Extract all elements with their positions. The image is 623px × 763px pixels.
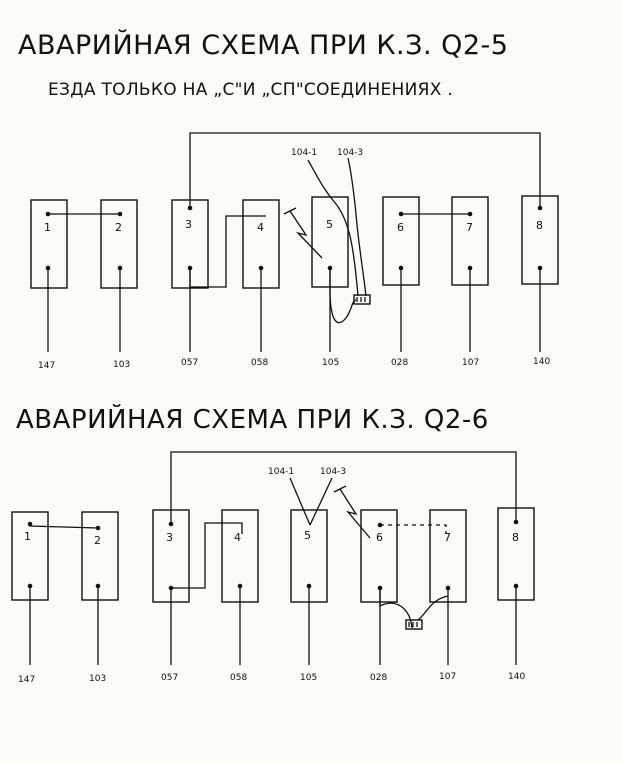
scheme2-bus-3-8 [170, 451, 517, 522]
scheme2-terminal-label: 140 [508, 672, 525, 682]
scheme2-jumper-6-7-dashed [380, 524, 447, 534]
scheme1-block-1: 1 [30, 199, 68, 289]
scheme2-lead-104-3 [309, 477, 333, 526]
scheme1-terminal-label: 057 [181, 358, 198, 368]
scheme2-plug-wire-2 [417, 595, 449, 621]
scheme1-terminal-label: 147 [38, 361, 55, 371]
scheme2-block-6: 6 [360, 509, 398, 603]
scheme2-block-label: 5 [304, 529, 311, 542]
scheme1-terminal-label: 105 [322, 358, 339, 368]
scheme1-block-label: 5 [326, 218, 333, 231]
scheme2-block-2: 2 [81, 511, 119, 601]
scheme2-jumper-1-2 [29, 524, 99, 529]
scheme1-terminal-label: 140 [533, 357, 550, 367]
scheme2-terminal-label: 057 [161, 673, 178, 683]
scheme2-lead-label-104-1: 104-1 [268, 467, 294, 477]
scheme1-block-2: 2 [100, 199, 138, 289]
scheme1-block-label: 8 [536, 219, 543, 232]
scheme2-terminal-label: 147 [18, 675, 35, 685]
scheme1-terminal-label: 028 [391, 358, 408, 368]
scheme2-block-label: 7 [444, 531, 451, 544]
scheme2-diagram: 1 2 3 4 5 6 [11, 451, 535, 685]
scheme2-jumper-3-4 [171, 522, 243, 589]
scheme1-lead-label-104-1: 104-1 [291, 148, 317, 158]
scheme1-block-label: 4 [257, 221, 264, 234]
scheme1-bus-3-8 [189, 132, 541, 206]
scheme2-lead-104-1 [289, 477, 311, 526]
scheme2-terminal-label: 028 [370, 673, 387, 683]
scheme2-jumper-plug [405, 619, 423, 630]
scheme1-terminal-label: 103 [113, 360, 130, 370]
scheme2-block-label: 8 [512, 531, 519, 544]
scheme1-plug-wire [329, 268, 357, 324]
scheme2-plug-wire [379, 588, 413, 629]
scheme1-terminal-label: 058 [251, 358, 268, 368]
scheme1-subtitle: ЕЗДА ТОЛЬКО НА „С"И „СП"СОЕДИНЕНИЯХ . [48, 80, 454, 100]
scheme1-jumper-3-4 [189, 215, 266, 288]
scheme2-block-label: 4 [234, 531, 241, 544]
scheme1-block-label: 7 [466, 221, 473, 234]
scheme1-lead-label-104-3: 104-3 [337, 148, 363, 158]
scheme2-terminal-label: 105 [300, 673, 317, 683]
scheme2-terminal-label: 058 [230, 673, 247, 683]
scheme2-block-label: 1 [24, 530, 31, 543]
scheme2-terminal-label: 103 [89, 674, 106, 684]
scheme1-block-label: 3 [185, 218, 192, 231]
scheme1-diagram: 1 2 3 4 5 6 [30, 132, 559, 371]
scheme1-jumper-plug [353, 294, 371, 305]
scheme1-lead-104-1 [307, 159, 359, 297]
scheme2-lead-label-104-3: 104-3 [320, 467, 346, 477]
scheme1-block-label: 6 [397, 221, 404, 234]
scheme1-block-label: 2 [115, 221, 122, 234]
scheme2-block-label: 2 [94, 534, 101, 547]
scheme2-title: АВАРИЙНАЯ СХЕМА ПРИ К.З. Q2-6 [16, 405, 489, 435]
scheme2-terminal-label: 107 [439, 672, 456, 682]
scheme2-block-label: 6 [376, 531, 383, 544]
scheme1-block-label: 1 [44, 221, 51, 234]
scheme2-block-label: 3 [166, 531, 173, 544]
scheme1-terminal-label: 107 [462, 358, 479, 368]
scheme1-fault-mark [283, 207, 323, 259]
scheme2-fault-mark [333, 485, 371, 539]
scheme1-lead-104-3 [347, 157, 367, 297]
scheme1-title: АВАРИЙНАЯ СХЕМА ПРИ К.З. Q2-5 [18, 30, 509, 61]
